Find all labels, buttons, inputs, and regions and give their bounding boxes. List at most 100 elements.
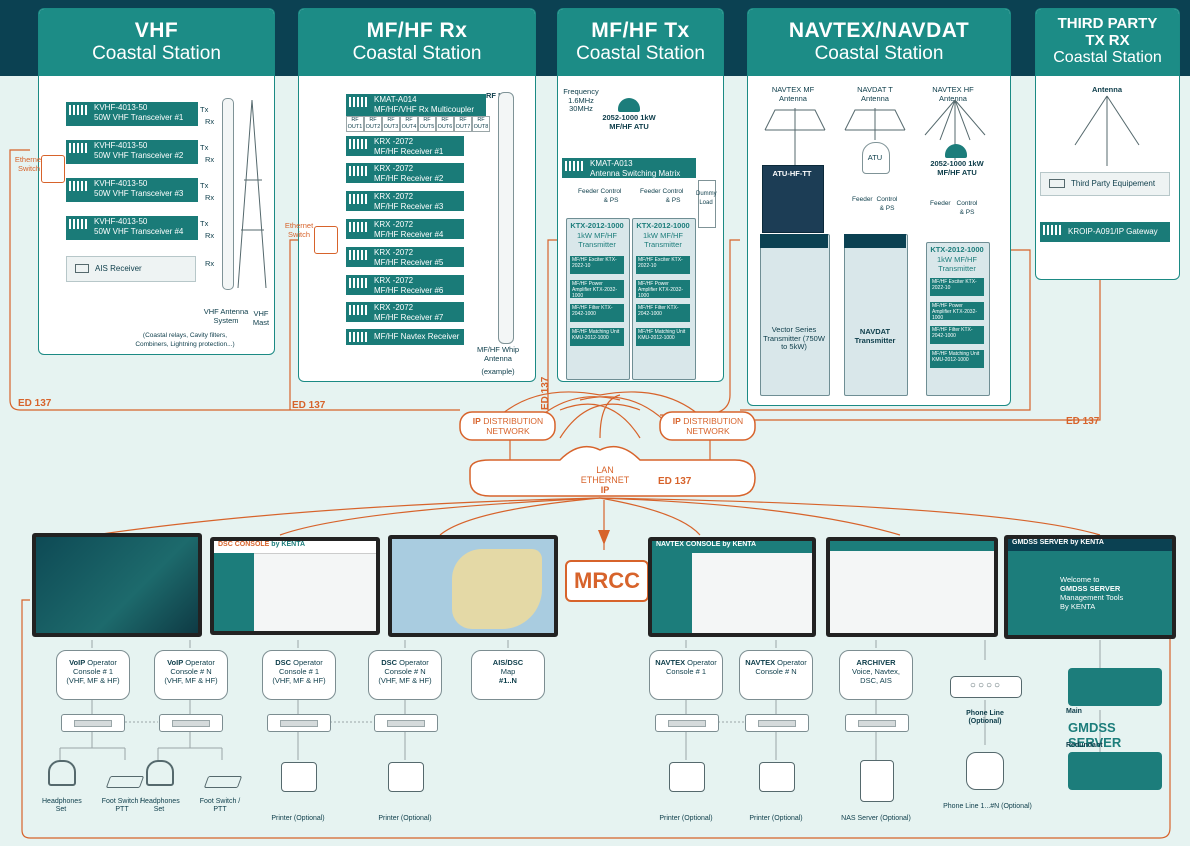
c-bold: NAVTEX: [745, 658, 776, 667]
title: DSC CONSOLE: [218, 541, 270, 548]
atu-dome: [862, 142, 890, 174]
matching-unit-module: MF/HF Matching Unit KMU-2012-1000: [930, 350, 984, 368]
rf-out: RF OUT7: [454, 116, 472, 132]
dsc-monitor[interactable]: DSC CONSOLE by KENTA: [210, 537, 380, 635]
model: KVHF-4013-50: [94, 103, 148, 112]
c-desc: (VHF, MF & HF): [378, 676, 432, 685]
archiver-monitor[interactable]: [826, 537, 998, 637]
map-monitor[interactable]: [388, 535, 558, 637]
name: 50W VHF Transceiver #2: [94, 150, 184, 160]
c-num: Console # 1: [665, 667, 707, 676]
c-desc: (VHF, MF & HF): [164, 676, 218, 685]
dummy-load: [698, 180, 716, 228]
dsc-screen: DSC CONSOLE by KENTA: [214, 541, 376, 631]
ethernet-switch-icon: [314, 226, 338, 254]
distribution: DISTRIBUTION: [483, 416, 544, 426]
navtex-console-title: NAVTEX CONSOLE by KENTA: [652, 541, 812, 553]
title: GMDSS SERVER: [1012, 539, 1069, 546]
mfhf-rx-subtitle: Coastal Station: [352, 43, 482, 64]
ip-gateway[interactable]: KROIP-A091/IP Gateway: [1040, 222, 1170, 242]
mfhf-tx-title: MF/HF Tx: [591, 19, 690, 42]
c-type: Operator: [777, 658, 807, 667]
third-party-title1: THIRD PARTY: [1057, 15, 1158, 32]
navtex-monitor[interactable]: NAVTEX CONSOLE by KENTA: [648, 537, 816, 637]
atu-hf-label: 2052-1000 1kW MF/HF ATU: [930, 159, 984, 177]
control-ps-label: Control & PS: [600, 188, 622, 204]
name: 50W VHF Transceiver #1: [94, 112, 184, 122]
transmitter-rack-1[interactable]: [566, 218, 630, 380]
transmitter-rack-2[interactable]: [632, 218, 696, 380]
vector-transmitter-rack[interactable]: [760, 234, 830, 396]
nas-label: NAS Server (Optional): [841, 815, 911, 822]
c-bold: VoIP: [69, 658, 86, 667]
model: KRX -2072: [374, 220, 414, 229]
third-party-equipment[interactable]: Third Party Equipement: [1040, 172, 1170, 196]
name: MF/HF Receiver #4: [374, 229, 444, 239]
pc-unit: [655, 714, 719, 732]
vhf-antenna-note: (Coastal relays, Cavity filters, Combine…: [135, 332, 235, 348]
name: MF/HF Receiver #7: [374, 312, 444, 322]
navtex-screen: NAVTEX CONSOLE by KENTA: [652, 541, 812, 633]
foot-switch-icon: [203, 776, 243, 788]
rx-label: Rx: [205, 117, 215, 126]
c-num: Console # N: [170, 667, 212, 676]
model: KMAT-A014: [374, 95, 417, 104]
model: KRX -2072: [374, 303, 414, 312]
by-kenta: by KENTA: [1070, 539, 1104, 546]
pc-unit: [267, 714, 331, 732]
rack-header: [760, 234, 828, 248]
third-party-title-bar: THIRD PARTY TX RX Coastal Station: [1036, 9, 1179, 76]
ais-receiver[interactable]: AIS Receiver: [66, 256, 196, 282]
c-bold: DSC: [275, 658, 292, 667]
printer-label: Printer (Optional): [659, 815, 713, 822]
phone-lines-label: Phone Line 1...#N (Optional): [943, 803, 1032, 810]
navtex-subtitle: Coastal Station: [814, 43, 944, 64]
control-ps-label: Control & PS: [662, 188, 684, 204]
gmdss-main-server[interactable]: [1068, 668, 1162, 706]
distribution: DISTRIBUTION: [683, 416, 744, 426]
rf-out: RF OUT6: [436, 116, 454, 132]
voip-monitor[interactable]: [32, 533, 202, 637]
mfhf-tx-title-bar: MF/HF Tx Coastal Station: [558, 9, 723, 76]
tx-label: Tx: [200, 105, 209, 114]
lan: LAN: [596, 465, 614, 475]
navtex-receiver[interactable]: MF/HF Navtex Receiver: [346, 329, 464, 345]
navdat-transmitter-label: NAVDAT Transmitter: [854, 327, 896, 345]
gmdss-redundant-server[interactable]: [1068, 752, 1162, 790]
name: MF/HF Receiver #1: [374, 146, 444, 156]
phone-line-label: Phone Line (Optional): [966, 710, 1004, 725]
feeder-label: Feeder: [930, 200, 951, 207]
label: Third Party Equipement: [1071, 179, 1156, 188]
rf-out: RF OUT3: [382, 116, 400, 132]
c-desc: (VHF, MF & HF): [66, 676, 120, 685]
navdat-transmitter-rack[interactable]: [844, 234, 908, 396]
model: KRX -2072: [374, 248, 414, 257]
mrcc-box[interactable]: MRCC: [565, 560, 649, 602]
rf-outputs: RF OUT1 RF OUT2 RF OUT3 RF OUT4 RF OUT5 …: [346, 116, 490, 132]
transmitter-name: 1kW MF/HF Transmitter: [643, 231, 683, 249]
